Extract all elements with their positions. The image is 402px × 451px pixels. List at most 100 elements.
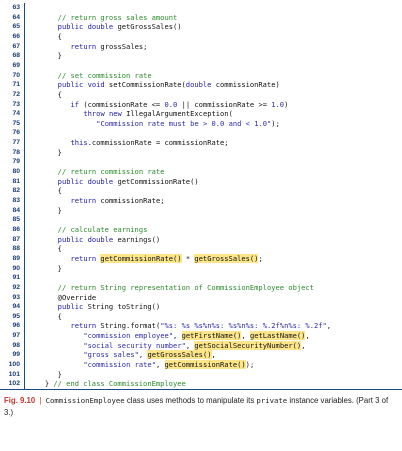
code-text: }: [58, 264, 62, 274]
code-line: 78}: [0, 148, 402, 158]
code-text: } // end class CommissionEmployee: [45, 379, 186, 389]
line-number: 82: [12, 187, 20, 195]
line-number: 101: [8, 370, 20, 378]
line-number: 88: [12, 245, 20, 253]
caption-class-name: CommissionEmployee: [45, 396, 125, 405]
code-token: String.format(: [100, 321, 161, 331]
line-number: 64: [12, 13, 20, 21]
code-literal: "commission rate": [83, 360, 156, 370]
code-token: setCommissionRate(: [108, 80, 186, 90]
code-text: return grossSales;: [71, 42, 148, 52]
code-keyword: throw new: [83, 109, 127, 119]
code-line: 66 {: [0, 32, 402, 42]
line-number: 92: [12, 283, 20, 291]
line-number: 91: [12, 274, 20, 282]
code-token: ,: [138, 350, 148, 360]
code-line: 75"Commission rate must be > 0.0 and < 1…: [0, 119, 402, 129]
highlighted-call: getGrossSales(): [194, 253, 259, 263]
code-token: .commissionRate = commissionRate;: [87, 138, 229, 148]
code-token: ,: [301, 340, 306, 350]
line-number: 96: [12, 322, 20, 330]
highlighted-call: getCommissionRate(): [164, 360, 246, 370]
line-number: 66: [12, 32, 20, 40]
code-keyword: if: [70, 99, 84, 109]
code-literal: "commission employee": [83, 331, 174, 341]
code-literal: "Commission rate must be > 0.0 and < 1.0…: [96, 118, 272, 128]
code-token: {: [57, 31, 62, 41]
code-keyword: this: [70, 138, 88, 148]
code-line: 63: [0, 3, 402, 13]
caption-text-mid: class uses methods to manipulate its: [124, 396, 257, 405]
code-keyword: return: [70, 253, 101, 263]
code-token: IllegalArgumentException(: [126, 109, 233, 119]
line-number: 72: [12, 90, 20, 98]
code-text: // return gross sales amount: [58, 13, 178, 23]
code-line: 86// calculate earnings: [0, 225, 402, 235]
code-token: {: [57, 244, 62, 254]
code-literal: "gross sales": [83, 350, 139, 360]
code-text: {: [58, 32, 62, 42]
code-comment: // set commission rate: [57, 70, 152, 80]
code-text: "gross sales", getGrossSales(),: [83, 350, 216, 360]
code-keyword: public double: [57, 176, 118, 186]
line-number: 81: [12, 177, 20, 185]
code-text: {: [58, 186, 62, 196]
code-token: );: [271, 118, 280, 128]
line-number: 93: [12, 293, 20, 301]
code-text: public double getGrossSales(): [58, 22, 182, 32]
code-text: @Override: [58, 293, 96, 303]
code-token: }: [57, 147, 62, 157]
line-number: 71: [12, 81, 20, 89]
highlighted-call: getGrossSales(): [147, 350, 212, 360]
code-comment: // return String representation of Commi…: [57, 282, 314, 292]
line-number: 68: [12, 52, 20, 60]
code-text: if (commissionRate <= 0.0 || commissionR…: [71, 100, 289, 110]
line-number-gutter: [0, 3, 25, 389]
code-line: 70// set commission rate: [0, 71, 402, 81]
code-token: }: [57, 263, 62, 273]
code-keyword: public: [57, 302, 88, 312]
line-number: 94: [12, 303, 20, 311]
code-text: "social security number", getSocialSecur…: [83, 340, 306, 351]
code-text: "commission employee", getFirstName(), g…: [83, 331, 310, 341]
line-number: 90: [12, 264, 20, 272]
code-line: 101}: [0, 370, 402, 380]
line-number: 73: [12, 100, 20, 108]
code-text: }: [58, 206, 62, 216]
line-number: 69: [12, 61, 20, 69]
code-text: // set commission rate: [58, 71, 152, 81]
code-line: 98"social security number", getSocialSec…: [0, 340, 402, 351]
code-line: 96 return String.format("%s: %s %s%n%s: %…: [0, 321, 402, 331]
line-number: 86: [12, 225, 20, 233]
line-number: 85: [12, 216, 20, 224]
code-comment: // end class CommissionEmployee: [53, 379, 186, 389]
code-token: );: [245, 360, 255, 370]
code-text: }: [58, 370, 62, 380]
code-line: 79: [0, 157, 402, 167]
code-keyword: public void: [57, 80, 109, 90]
line-number: 63: [12, 4, 20, 11]
code-token: {: [57, 186, 62, 196]
code-text: return String.format("%s: %s %s%n%s: %s%…: [71, 321, 332, 331]
code-token: ,: [173, 331, 182, 341]
line-number: 80: [12, 168, 20, 176]
code-line: 88 {: [0, 244, 402, 254]
code-token: @Override: [57, 292, 97, 302]
caption-keyword: private: [256, 396, 288, 405]
code-token: {: [57, 311, 62, 321]
code-token: earnings(): [117, 234, 161, 244]
code-literal: 1.0: [271, 99, 285, 109]
code-token: ,: [305, 331, 310, 341]
code-token: ,: [211, 350, 216, 360]
code-token: }: [57, 51, 62, 61]
code-text: this.commissionRate = commissionRate;: [71, 138, 229, 148]
line-number: 87: [12, 235, 20, 243]
line-number: 83: [12, 197, 20, 204]
